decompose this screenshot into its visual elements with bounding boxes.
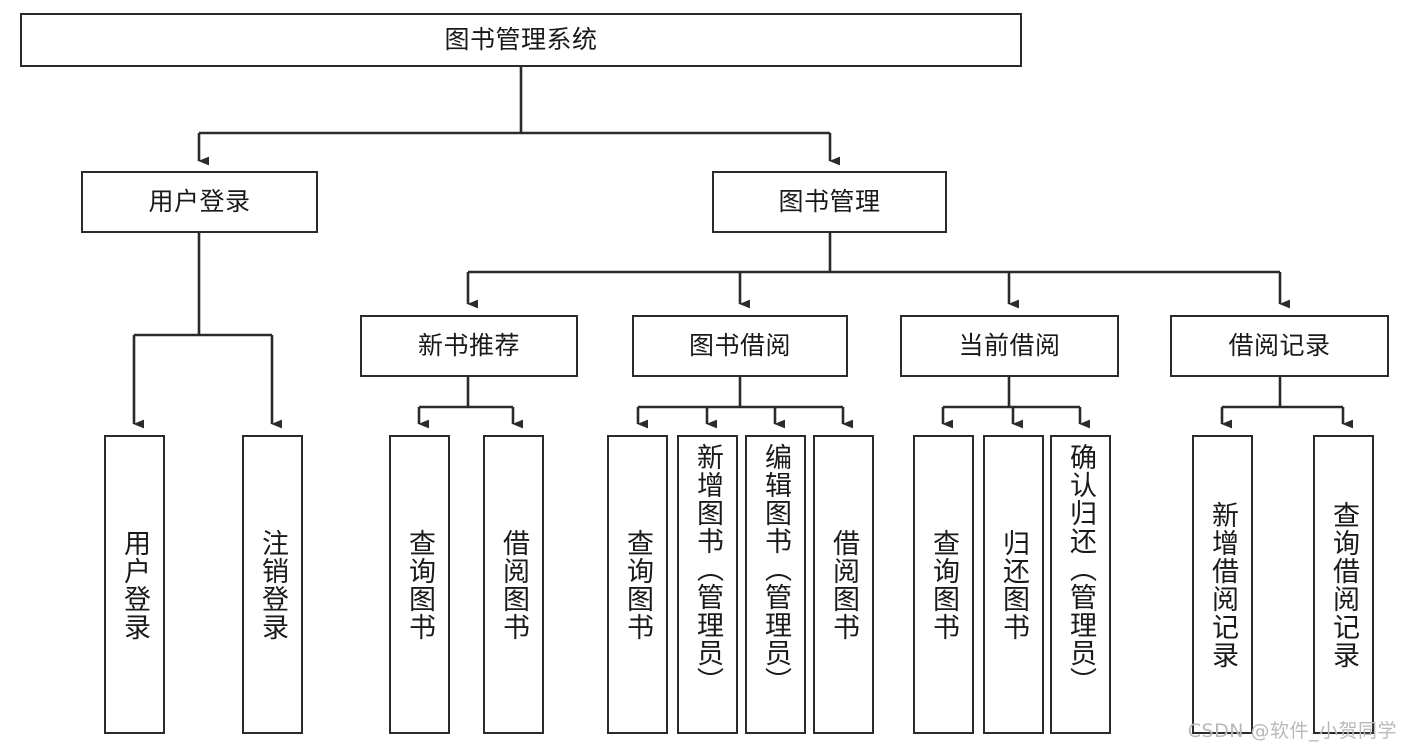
node-borrow-record[interactable]: 借阅记录 — [1170, 315, 1389, 377]
node-leaf-user-login-label: 用户登录 — [119, 528, 150, 641]
csdn-watermark: CSDN @软件_小贺同学 — [1187, 720, 1397, 742]
node-leaf-logout[interactable]: 注销登录 — [242, 435, 303, 734]
node-leaf-return-book[interactable]: 归还图书 — [983, 435, 1044, 734]
node-book-management-label: 图书管理 — [778, 187, 881, 217]
node-new-book-recommend-label: 新书推荐 — [417, 331, 520, 361]
node-leaf-add-borrow-record-label: 新增借阅记录 — [1207, 500, 1238, 669]
node-leaf-logout-label: 注销登录 — [257, 528, 288, 641]
node-leaf-borrow-book-2-label: 借阅图书 — [828, 528, 859, 641]
node-user-login-label: 用户登录 — [148, 187, 251, 217]
node-leaf-user-login[interactable]: 用户登录 — [104, 435, 165, 734]
node-borrow-record-label: 借阅记录 — [1228, 331, 1331, 361]
node-leaf-query-borrow-record[interactable]: 查询借阅记录 — [1313, 435, 1374, 734]
node-leaf-return-book-label: 归还图书 — [998, 528, 1029, 641]
node-user-login[interactable]: 用户登录 — [81, 171, 318, 233]
node-book-management[interactable]: 图书管理 — [712, 171, 947, 233]
node-leaf-query-book-2[interactable]: 查询图书 — [607, 435, 668, 734]
node-leaf-query-book-3[interactable]: 查询图书 — [913, 435, 974, 734]
node-leaf-add-borrow-record[interactable]: 新增借阅记录 — [1192, 435, 1253, 734]
node-leaf-confirm-return[interactable]: 确认归还（管理员） — [1050, 435, 1111, 734]
node-leaf-query-book-1-label: 查询图书 — [404, 528, 435, 641]
node-leaf-add-book-label: 新增图书（管理员） — [692, 443, 723, 695]
node-book-borrow-label: 图书借阅 — [688, 331, 791, 361]
node-root[interactable]: 图书管理系统 — [20, 13, 1022, 67]
node-leaf-query-book-1[interactable]: 查询图书 — [389, 435, 450, 734]
node-leaf-borrow-book-1-label: 借阅图书 — [498, 528, 529, 641]
node-root-label: 图书管理系统 — [444, 25, 598, 55]
node-new-book-recommend[interactable]: 新书推荐 — [360, 315, 578, 377]
node-leaf-edit-book-label: 编辑图书（管理员） — [760, 443, 791, 695]
node-book-borrow[interactable]: 图书借阅 — [632, 315, 848, 377]
node-current-borrow-label: 当前借阅 — [958, 331, 1061, 361]
node-leaf-confirm-return-label: 确认归还（管理员） — [1065, 443, 1096, 695]
node-current-borrow[interactable]: 当前借阅 — [900, 315, 1119, 377]
node-leaf-query-book-3-label: 查询图书 — [928, 528, 959, 641]
node-leaf-add-book[interactable]: 新增图书（管理员） — [677, 435, 738, 734]
node-leaf-borrow-book-2[interactable]: 借阅图书 — [813, 435, 874, 734]
node-leaf-borrow-book-1[interactable]: 借阅图书 — [483, 435, 544, 734]
node-leaf-query-book-2-label: 查询图书 — [622, 528, 653, 641]
node-leaf-query-borrow-record-label: 查询借阅记录 — [1328, 500, 1359, 669]
node-leaf-edit-book[interactable]: 编辑图书（管理员） — [745, 435, 806, 734]
